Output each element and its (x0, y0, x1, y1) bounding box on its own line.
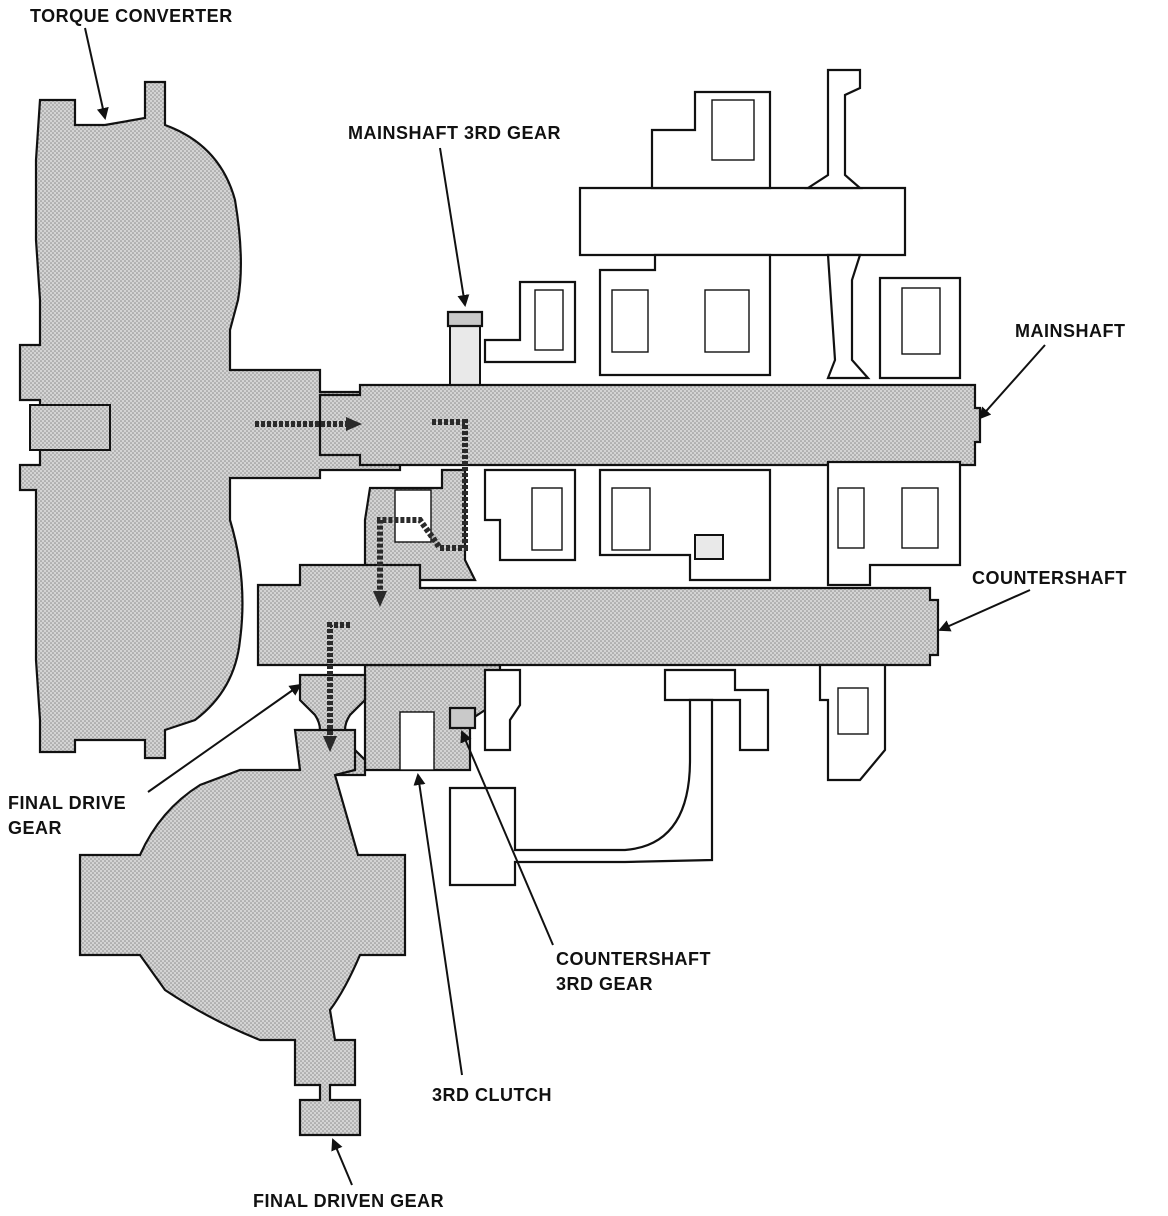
countershaft-lower-assemblies (448, 663, 887, 887)
label-mainshaft: MAINSHAFT (1015, 321, 1126, 341)
mainshaft-upper-assemblies (446, 68, 962, 386)
label-countershaft-3rd-gear-line2: 3RD GEAR (556, 974, 654, 994)
label-mainshaft-3rd-gear: MAINSHAFT 3RD GEAR (348, 123, 562, 143)
power-flow-path (255, 417, 468, 752)
label-final-drive-gear-line1: FINAL DRIVE (8, 793, 127, 813)
label-torque-converter: TORQUE CONVERTER (30, 6, 233, 26)
between-shaft-assemblies (483, 460, 962, 587)
final-driven-gear-assembly (78, 728, 407, 1137)
label-countershaft: COUNTERSHAFT (972, 568, 1127, 588)
leader-lines (84, 27, 1046, 1186)
mainshaft (318, 383, 982, 467)
torque-converter (18, 80, 402, 760)
label-countershaft-3rd-gear-line1: COUNTERSHAFT (556, 949, 711, 969)
label-final-driven-gear: FINAL DRIVEN GEAR (253, 1191, 445, 1211)
countershaft (256, 563, 940, 667)
label-final-drive-gear-line2: GEAR (8, 818, 63, 838)
label-3rd-clutch: 3RD CLUTCH (432, 1085, 552, 1105)
